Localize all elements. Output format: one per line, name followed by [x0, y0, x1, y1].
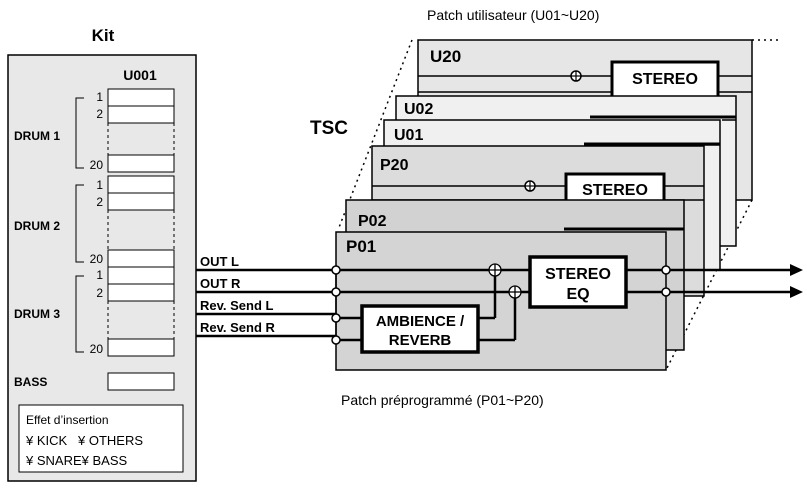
insertion-title: Effet d’insertion	[26, 413, 109, 427]
tsc-label: TSC	[310, 118, 348, 139]
stereo-eq-line2: EQ	[566, 286, 589, 303]
drum-3-second: 2	[96, 286, 103, 300]
out-r-label: OUT R	[200, 276, 241, 291]
insertion-line1: ¥ KICK ¥ OTHERS	[25, 433, 143, 448]
rev-send-r-label: Rev. Send R	[200, 320, 276, 335]
kit-slot-header: U001	[123, 67, 157, 83]
signal-labels: OUT L OUT R Rev. Send L Rev. Send R	[200, 254, 276, 335]
drum-1-group: 1 2 20 DRUM 1	[14, 88, 175, 173]
junction-nodes	[331, 265, 671, 345]
insertion-line2: ¥ SNARE¥ BASS	[25, 453, 127, 468]
drum-3-label: DRUM 3	[14, 307, 60, 321]
u20-label: U20	[430, 47, 461, 66]
drum-2-last: 20	[90, 252, 104, 266]
ambience-reverb-block: AMBIENCE / REVERB	[360, 304, 480, 354]
stereo-eq-line1: STEREO	[545, 266, 611, 283]
p02-label: P02	[358, 213, 387, 230]
kit-panel: Kit U001 1 2 20 DRUM 1 1 2 20 DR	[7, 26, 197, 482]
u20-stereo-label: STEREO	[632, 71, 698, 88]
user-patch-caption: Patch utilisateur (U01~U20)	[427, 7, 599, 23]
preset-patch-caption: Patch préprogrammé (P01~P20)	[341, 392, 544, 408]
arrow-out-l	[790, 264, 803, 276]
drum-1-last: 20	[90, 158, 104, 172]
stereo-eq-block: STEREO EQ	[528, 255, 628, 309]
p20-label: P20	[380, 157, 409, 174]
ambience-line2: REVERB	[389, 332, 452, 349]
drum-3-last: 20	[90, 342, 104, 356]
u02-label: U02	[404, 101, 433, 118]
rev-send-l-label: Rev. Send L	[200, 298, 274, 313]
drum-1-label: DRUM 1	[14, 129, 60, 143]
insertion-effect-box: Effet d’insertion ¥ KICK ¥ OTHERS ¥ SNAR…	[18, 404, 184, 473]
ambience-line1: AMBIENCE /	[376, 313, 465, 330]
bass-label: BASS	[14, 375, 47, 389]
u01-label: U01	[394, 127, 423, 144]
output-arrows	[790, 264, 803, 298]
arrow-out-r	[790, 286, 803, 298]
drum-3-first: 1	[96, 268, 103, 282]
drum-3-group: 1 2 20 DRUM 3	[14, 266, 175, 357]
kit-title: Kit	[92, 26, 115, 45]
drum-2-group: 1 2 20 DRUM 2	[14, 175, 175, 268]
out-l-label: OUT L	[200, 254, 239, 269]
drum-2-second: 2	[96, 195, 103, 209]
signal-lines	[192, 268, 790, 342]
drum-2-label: DRUM 2	[14, 219, 60, 233]
p01-label: P01	[346, 237, 376, 256]
drum-1-second: 2	[96, 107, 103, 121]
drum-1-first: 1	[96, 90, 103, 104]
p20-stereo-label: STEREO	[582, 182, 648, 199]
perspective-lines	[337, 39, 753, 371]
mixer-nodes	[488, 263, 522, 299]
drum-2-first: 1	[96, 178, 103, 192]
bass-row: BASS	[14, 372, 175, 391]
